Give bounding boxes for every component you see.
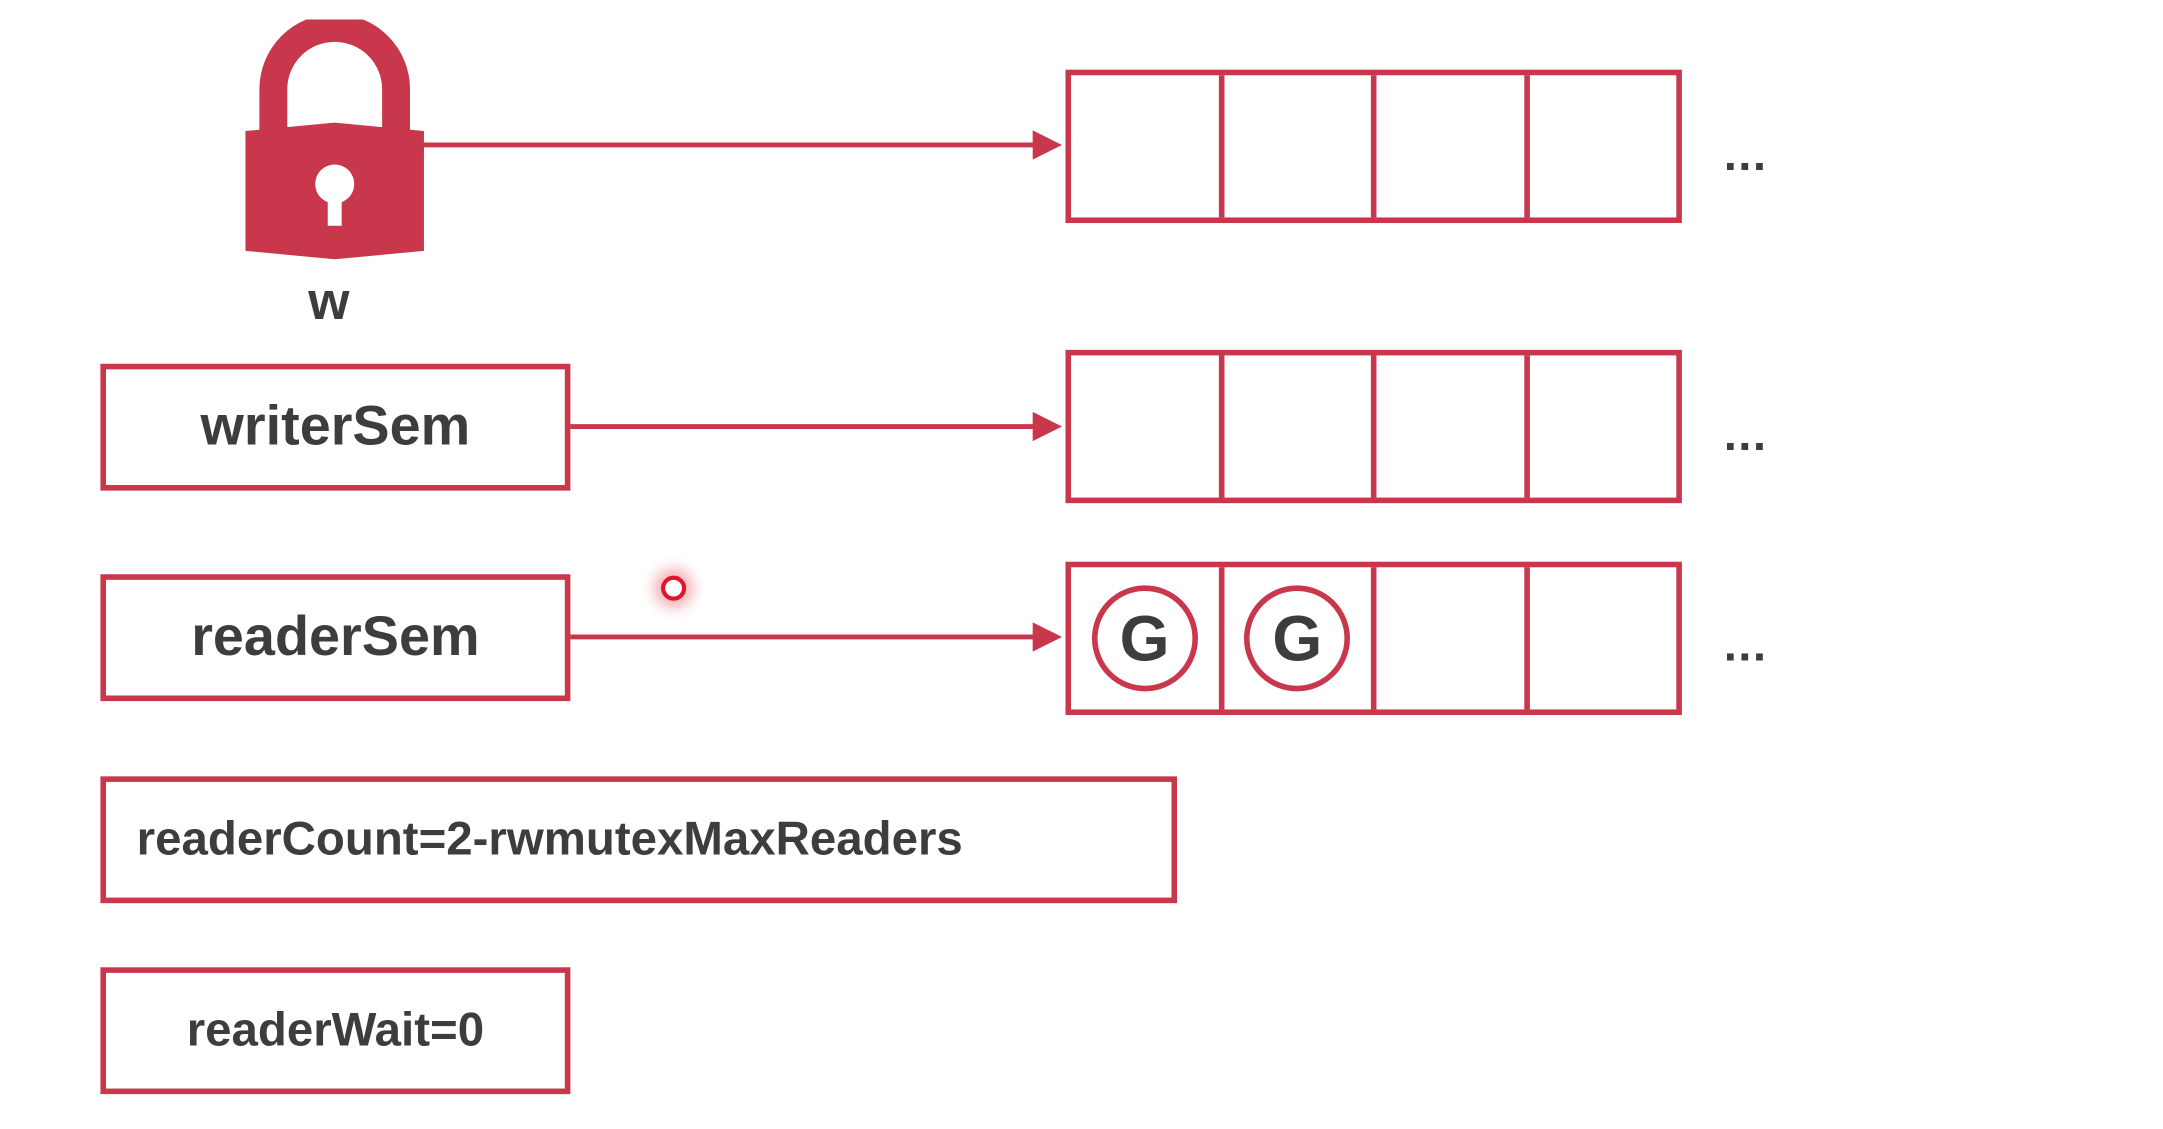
reader-wait-queue: G G [1065,561,1682,716]
writer-wait-queue [1065,349,1682,504]
reader-wait-box: readerWait=0 [100,967,571,1095]
reader-queue-ellipsis: ... [1723,618,1768,672]
reader-count-box: readerCount=2-rwmutexMaxReaders [100,776,1178,904]
lock-wait-queue [1065,69,1682,224]
reader-count-label: readerCount=2-rwmutexMaxReaders [136,812,963,866]
queue-cell [1376,75,1530,218]
goroutine-token: G [1091,585,1198,692]
queue-cell [1071,355,1224,498]
queue-cell [1224,75,1377,218]
queue-cell [1224,355,1377,498]
reader-wait-label: readerWait=0 [186,1003,485,1057]
writer-sem-box: writerSem [100,363,571,491]
queue-cell [1376,567,1530,710]
reader-sem-box: readerSem [100,574,571,702]
queue-cell [1529,567,1676,709]
queue-cell [1071,75,1224,218]
queue-cell [1376,355,1530,498]
goroutine-token: G [1244,585,1351,692]
queue-cell-goroutine: G [1071,567,1224,710]
queue-cell [1529,355,1676,497]
writer-sem-label: writerSem [200,395,471,458]
lock-label: w [308,273,350,332]
padlock-icon [245,19,424,260]
lock-queue-ellipsis: ... [1723,128,1768,182]
writer-queue-ellipsis: ... [1723,408,1768,462]
reader-sem-label: readerSem [191,606,480,668]
queue-cell-goroutine: G [1224,567,1377,710]
pointer-indicator [661,575,687,601]
queue-cell [1529,75,1676,217]
